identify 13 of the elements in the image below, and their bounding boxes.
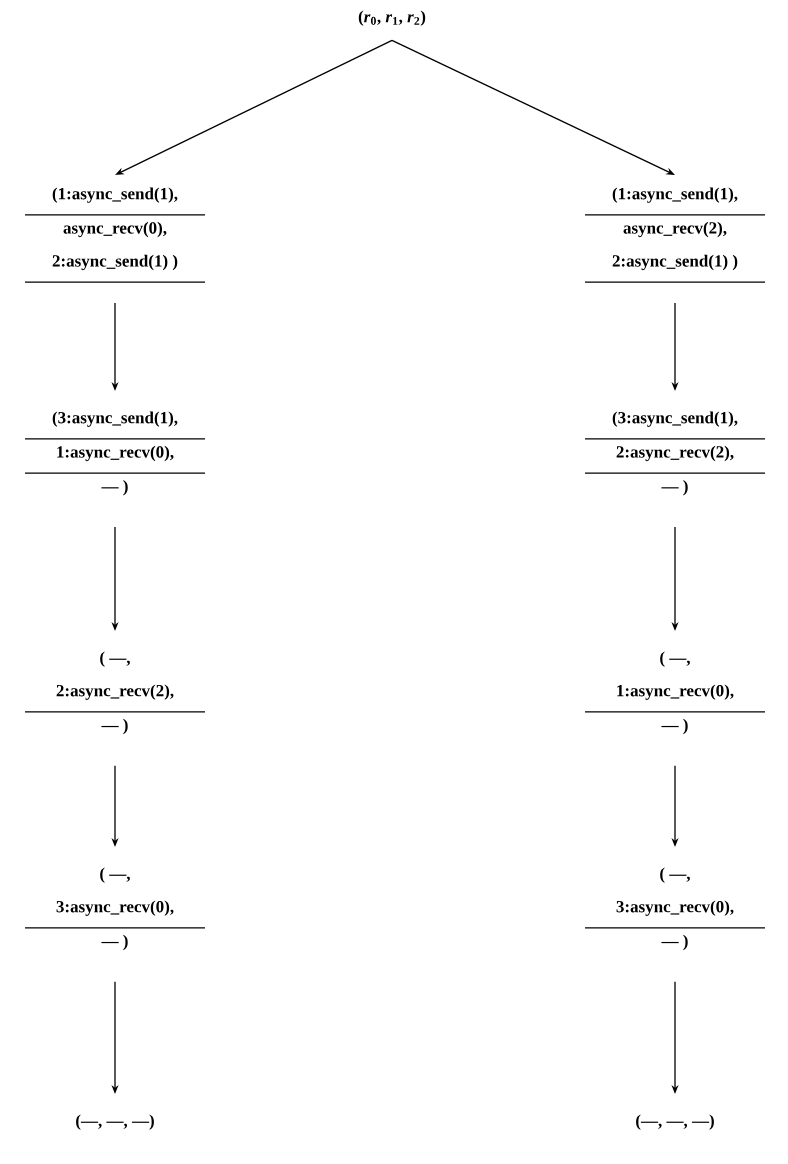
state-tuple: (1:async_send(1), async_recv(0), 2:async_send(1) ) xyxy=(24,187,206,283)
state-tuple: ( —, 1:async_recv(0), — ) xyxy=(584,651,766,735)
state-tuple: (—, —, —) xyxy=(636,1114,714,1130)
state-tuple: (3:async_send(1), 1:async_recv(0), — ) xyxy=(24,411,206,496)
state-tuple: ( —, 3:async_recv(0), — ) xyxy=(584,867,766,951)
arrow xyxy=(391,39,675,175)
state-tuple: (3:async_send(1), 2:async_recv(2), — ) xyxy=(584,411,766,496)
state-tuple: (—, —, —) xyxy=(76,1114,154,1130)
state-tuple: ( —, 3:async_recv(0), — ) xyxy=(24,867,206,951)
root-tuple: (r$_{0}$, r$_{1}$, r$_{2}$) xyxy=(358,10,426,26)
arrow xyxy=(115,39,393,175)
state-tuple: ( —, 2:async_recv(2), — ) xyxy=(24,651,206,735)
state-tuple: (1:async_send(1), async_recv(2), 2:async_send(1) ) xyxy=(584,187,766,283)
